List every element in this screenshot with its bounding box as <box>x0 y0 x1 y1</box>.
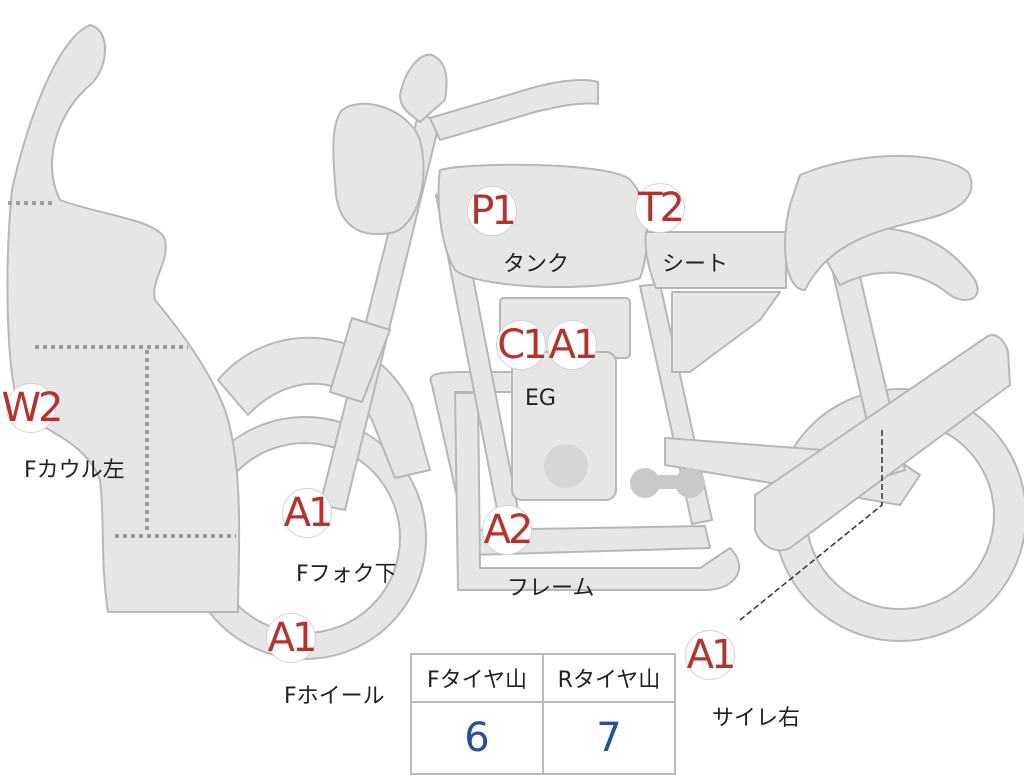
rear-tire-header: Rタイヤ山 <box>542 653 676 703</box>
engine-label: EG <box>525 386 556 411</box>
fork-code-badge[interactable]: A1 <box>282 488 333 538</box>
fork-guard <box>329 317 391 403</box>
cowl-dotted-lines <box>8 201 236 538</box>
wheel-label: Fホイール <box>284 684 385 709</box>
muffler-label: サイレ右 <box>712 706 801 731</box>
front-tire-header: Fタイヤ山 <box>410 653 544 703</box>
muffler-leader-line <box>739 430 883 621</box>
frame-label: フレーム <box>507 576 595 601</box>
cowl-label: Fカウル左 <box>24 458 125 483</box>
seat-rear <box>784 154 973 291</box>
front-tire-value: 6 <box>410 701 544 775</box>
rear-tire-value: 7 <box>542 701 676 775</box>
tire-tread-table: Fタイヤ山 Rタイヤ山 6 7 <box>410 653 676 775</box>
front-cowl <box>6 24 241 613</box>
seat-label: シート <box>662 252 729 277</box>
headlight <box>332 102 425 236</box>
muffler-code-badge[interactable]: A1 <box>685 630 736 680</box>
rear-fender <box>814 227 979 301</box>
fork-label: Fフォク下 <box>296 562 397 587</box>
handlebar <box>399 53 448 123</box>
tank-code-badge[interactable]: P1 <box>467 186 517 236</box>
seat-code-badge[interactable]: T2 <box>635 183 685 233</box>
seat <box>644 231 787 289</box>
engine-code-badge-a1[interactable]: A1 <box>547 320 598 370</box>
engine-code-badge-c1[interactable]: C1 <box>496 320 548 370</box>
side-cover <box>671 291 781 373</box>
handlebar-bar <box>429 79 599 141</box>
tank-label: タンク <box>503 252 570 277</box>
frame-code-badge[interactable]: A2 <box>482 505 533 555</box>
wheel-code-badge[interactable]: A1 <box>266 613 317 663</box>
cowl-code-badge[interactable]: W2 <box>1 383 64 433</box>
